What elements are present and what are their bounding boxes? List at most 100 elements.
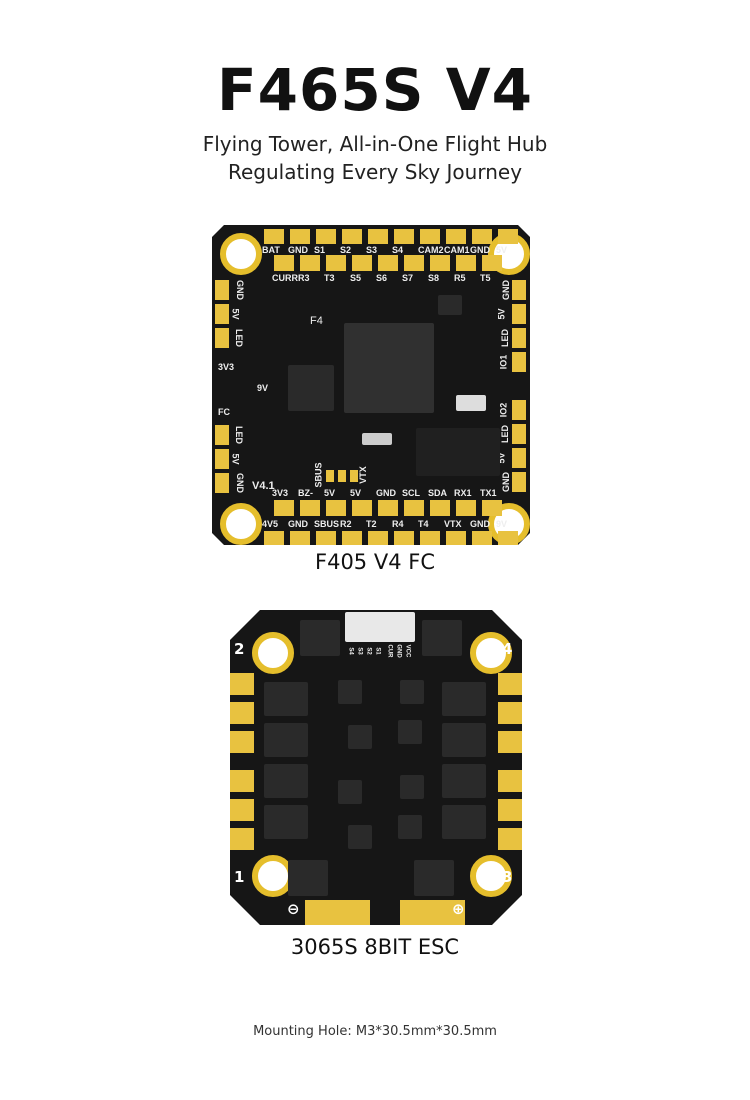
mosfet <box>414 860 454 896</box>
solder-pad <box>420 531 440 545</box>
pad-label: 9V <box>496 519 508 529</box>
pad-label: S8 <box>428 273 440 283</box>
driver-chip <box>348 725 372 749</box>
solder-pad <box>512 352 526 372</box>
connector <box>345 612 415 642</box>
pad-label: T2 <box>366 519 377 529</box>
pad-label: IO2 <box>498 402 509 418</box>
subtitle-line-2: Regulating Every Sky Journey <box>227 160 523 184</box>
pad-label: LED <box>500 425 510 443</box>
silk-sbus: SBUS <box>313 462 324 488</box>
motor-number: 2 <box>234 640 245 658</box>
solder-pad <box>430 255 450 271</box>
pad-label: S2 <box>340 245 352 255</box>
pad-label: 5V <box>324 488 336 498</box>
solder-pad <box>512 424 526 444</box>
mosfet <box>442 764 486 798</box>
pad-label: CAM1 <box>444 245 470 255</box>
motor-number: 1 <box>234 868 245 886</box>
pad-label: VTX <box>444 519 462 529</box>
pad-label: LED <box>234 329 244 347</box>
silk-3v3: 3V3 <box>218 362 235 372</box>
mounting-hole <box>252 632 294 674</box>
motor-pad <box>498 702 522 724</box>
solder-pad <box>368 531 388 545</box>
mcu-chip <box>344 323 434 413</box>
solder-pad <box>215 425 229 445</box>
pad-label: BAT <box>262 245 280 255</box>
mounting-hole <box>470 632 512 674</box>
pad-label: T3 <box>324 273 335 283</box>
pad-label: R3 <box>298 273 310 283</box>
pad-label: GND <box>288 519 308 529</box>
solder-pad <box>512 328 526 348</box>
connector-label: VCC <box>404 644 411 658</box>
motor-number: 4 <box>502 640 513 658</box>
pad-label: S6 <box>376 273 388 283</box>
motor-pad <box>230 799 254 821</box>
solder-pad <box>326 255 346 271</box>
pad-label: SDA <box>428 488 448 498</box>
motor-pad <box>230 828 254 850</box>
solder-pad <box>394 531 414 545</box>
solder-pad <box>498 531 518 545</box>
driver-chip <box>400 775 424 799</box>
positive-symbol: ⊕ <box>452 900 465 918</box>
pad-label: GND <box>501 472 511 492</box>
solder-pad <box>456 255 476 271</box>
connector-label: GND <box>395 644 402 658</box>
pad-label: CURR <box>272 273 298 283</box>
solder-pad <box>512 400 526 420</box>
small-chip <box>438 295 462 315</box>
pad-label: 5V <box>230 453 241 465</box>
driver-chip <box>400 680 424 704</box>
pad-label: S4 <box>392 245 404 255</box>
solder-pad <box>215 280 229 300</box>
motor-pad <box>230 770 254 792</box>
esc-caption: 3065S 8BIT ESC <box>290 935 460 959</box>
solder-pad <box>512 304 526 324</box>
solder-pad <box>446 531 466 545</box>
battery-pad-negative <box>305 900 370 925</box>
solder-pad <box>512 280 526 300</box>
silk-9v: 9V <box>257 383 269 393</box>
solder-pad <box>316 229 336 244</box>
pad-label: R5 <box>454 273 466 283</box>
solder-pad <box>472 229 492 244</box>
mosfet <box>442 682 486 716</box>
fc-caption: F405 V4 FC <box>315 550 435 574</box>
solder-pad <box>290 229 310 244</box>
mosfet <box>264 764 308 798</box>
motor-pad <box>498 770 522 792</box>
pad-label: CAM2 <box>418 245 444 255</box>
mosfet <box>264 805 308 839</box>
connector-label: S1 <box>374 647 381 655</box>
pad-label: SCL <box>402 488 420 498</box>
solder-pad <box>264 531 284 545</box>
solder-pad <box>498 229 518 244</box>
pad-label: GND <box>235 473 245 493</box>
solder-pad <box>404 255 424 271</box>
motor-pad <box>498 731 522 753</box>
pad-label: IO1 <box>498 354 509 370</box>
pad-label: BZ- <box>298 488 313 498</box>
pad-label: 5V <box>230 308 241 320</box>
driver-chip <box>338 680 362 704</box>
connector-label: S3 <box>356 647 363 655</box>
solder-pad <box>352 500 372 516</box>
solder-pad <box>378 500 398 516</box>
pad-label: 5V <box>350 488 362 498</box>
solder-pad <box>215 473 229 493</box>
pad-label: S1 <box>314 245 326 255</box>
mounting-hole-spec: Mounting Hole: M3*30.5mm*30.5mm <box>253 1024 497 1039</box>
solder-pad <box>446 229 466 244</box>
flash-chip <box>288 365 334 411</box>
solder-pad <box>482 500 502 516</box>
solder-pad <box>274 500 294 516</box>
mosfet <box>300 620 340 656</box>
pad-label: 3V3 <box>272 488 289 498</box>
mosfet <box>264 723 308 757</box>
